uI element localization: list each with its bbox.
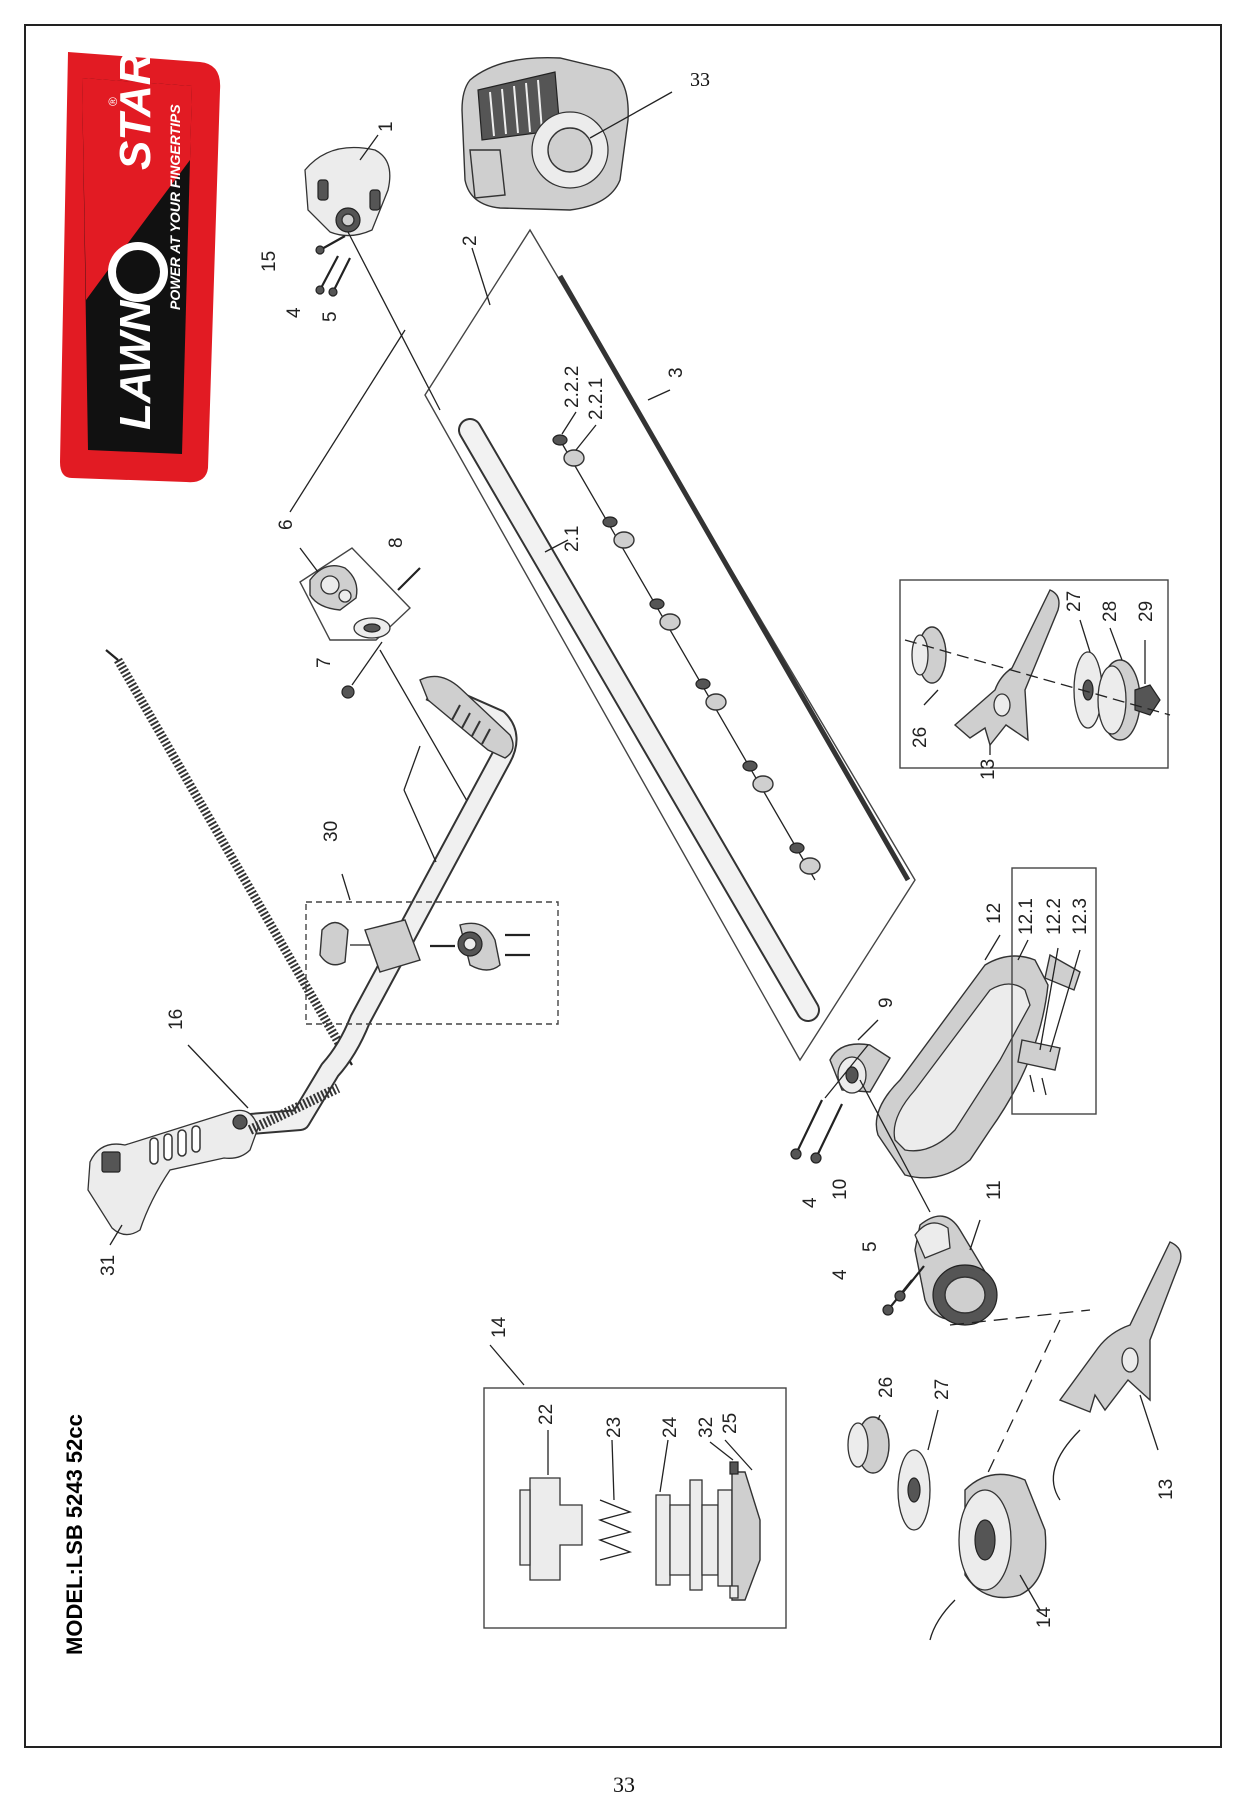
label-24: 24 bbox=[660, 1416, 681, 1438]
label-2: 2 bbox=[460, 235, 481, 246]
label-28: 28 bbox=[1100, 601, 1121, 622]
label-7: 7 bbox=[314, 657, 335, 668]
throttle-cable-part bbox=[105, 649, 353, 1066]
label-5-bottom: 5 bbox=[860, 1241, 881, 1252]
guard-screws-part bbox=[790, 1099, 843, 1164]
logo-star-text: STAR bbox=[111, 53, 160, 170]
label-13-bottom: 13 bbox=[1156, 1479, 1177, 1500]
lower-adapter-27-part bbox=[897, 1449, 931, 1531]
label-32: 32 bbox=[696, 1417, 717, 1438]
rear-grip-part bbox=[87, 1083, 341, 1236]
lower-adapter-26-part bbox=[847, 1416, 890, 1474]
label-1: 1 bbox=[376, 121, 397, 132]
line-cutter-box bbox=[1011, 867, 1097, 1115]
label-23: 23 bbox=[604, 1417, 625, 1438]
blade-kit-parts bbox=[904, 589, 1171, 747]
guard-part bbox=[829, 955, 1049, 1179]
logo-lawn-text: LAWN bbox=[111, 299, 160, 430]
trimmer-head-exploded-parts bbox=[519, 1461, 761, 1601]
label-27-bottom: 27 bbox=[932, 1379, 953, 1400]
label-14-top: 14 bbox=[489, 1316, 510, 1338]
label-13-box: 13 bbox=[978, 759, 999, 780]
clutch-housing-part bbox=[304, 146, 391, 237]
shaft-bushings-part bbox=[552, 434, 821, 881]
label-2-1: 2.1 bbox=[562, 526, 583, 552]
page-border bbox=[24, 24, 1222, 1748]
label-12-1: 12.1 bbox=[1016, 898, 1037, 935]
model-label: MODEL:LSB 5243 52cc bbox=[62, 1414, 87, 1655]
clamp-box bbox=[299, 547, 411, 641]
gear-head-part bbox=[914, 1215, 998, 1326]
logo-registered-mark: ® bbox=[106, 97, 120, 106]
handle-bracket-box bbox=[305, 901, 559, 1025]
trimmer-head-part-lower bbox=[929, 1429, 1081, 1641]
engine-part bbox=[461, 56, 629, 211]
label-12-2: 12.2 bbox=[1044, 898, 1065, 935]
clamp-part bbox=[309, 565, 391, 639]
label-4-top: 4 bbox=[284, 307, 305, 318]
label-9: 9 bbox=[876, 997, 897, 1008]
label-33: 33 bbox=[690, 69, 710, 91]
gear-head-screws-part bbox=[882, 1265, 925, 1316]
label-5-top: 5 bbox=[320, 311, 341, 322]
label-14-bottom: 14 bbox=[1034, 1606, 1055, 1628]
label-26-box: 26 bbox=[910, 727, 931, 748]
label-29: 29 bbox=[1136, 601, 1157, 622]
blade-kit-box bbox=[899, 579, 1169, 769]
tube-assembly-box bbox=[424, 228, 916, 1062]
label-25: 25 bbox=[720, 1413, 741, 1434]
label-30: 30 bbox=[321, 821, 342, 842]
page-number: 33 bbox=[613, 1772, 635, 1797]
label-12: 12 bbox=[984, 903, 1005, 924]
outer-tube-part bbox=[458, 418, 820, 1022]
lawnstar-logo: STAR LAWN POWER AT YOUR FINGERTIPS ® bbox=[60, 52, 221, 483]
label-10: 10 bbox=[830, 1179, 851, 1200]
label-26-bottom: 26 bbox=[876, 1377, 897, 1398]
blade-part-lower bbox=[1058, 1241, 1182, 1413]
label-11: 11 bbox=[984, 1180, 1005, 1200]
label-12-3: 12.3 bbox=[1070, 898, 1091, 935]
nut-7-part bbox=[341, 685, 355, 699]
label-31: 31 bbox=[98, 1255, 119, 1276]
logo-tagline: POWER AT YOUR FINGERTIPS bbox=[167, 104, 183, 310]
drive-shaft-part bbox=[557, 274, 911, 882]
label-6: 6 bbox=[276, 519, 297, 530]
label-3: 3 bbox=[666, 367, 687, 378]
label-2-2-1: 2.2.1 bbox=[586, 378, 607, 420]
label-8: 8 bbox=[386, 537, 407, 548]
label-4-mid: 4 bbox=[800, 1197, 821, 1208]
handle-bar-part bbox=[237, 675, 518, 1136]
label-4-bottom: 4 bbox=[830, 1269, 851, 1280]
label-27-box: 27 bbox=[1064, 591, 1085, 612]
label-2-2-2: 2.2.2 bbox=[562, 366, 583, 408]
trimmer-head-box bbox=[483, 1387, 787, 1629]
label-15: 15 bbox=[259, 251, 280, 272]
handle-bracket-part bbox=[319, 919, 530, 973]
screws-15-4-5 bbox=[315, 235, 351, 297]
label-16: 16 bbox=[166, 1009, 187, 1030]
label-22: 22 bbox=[536, 1404, 557, 1425]
